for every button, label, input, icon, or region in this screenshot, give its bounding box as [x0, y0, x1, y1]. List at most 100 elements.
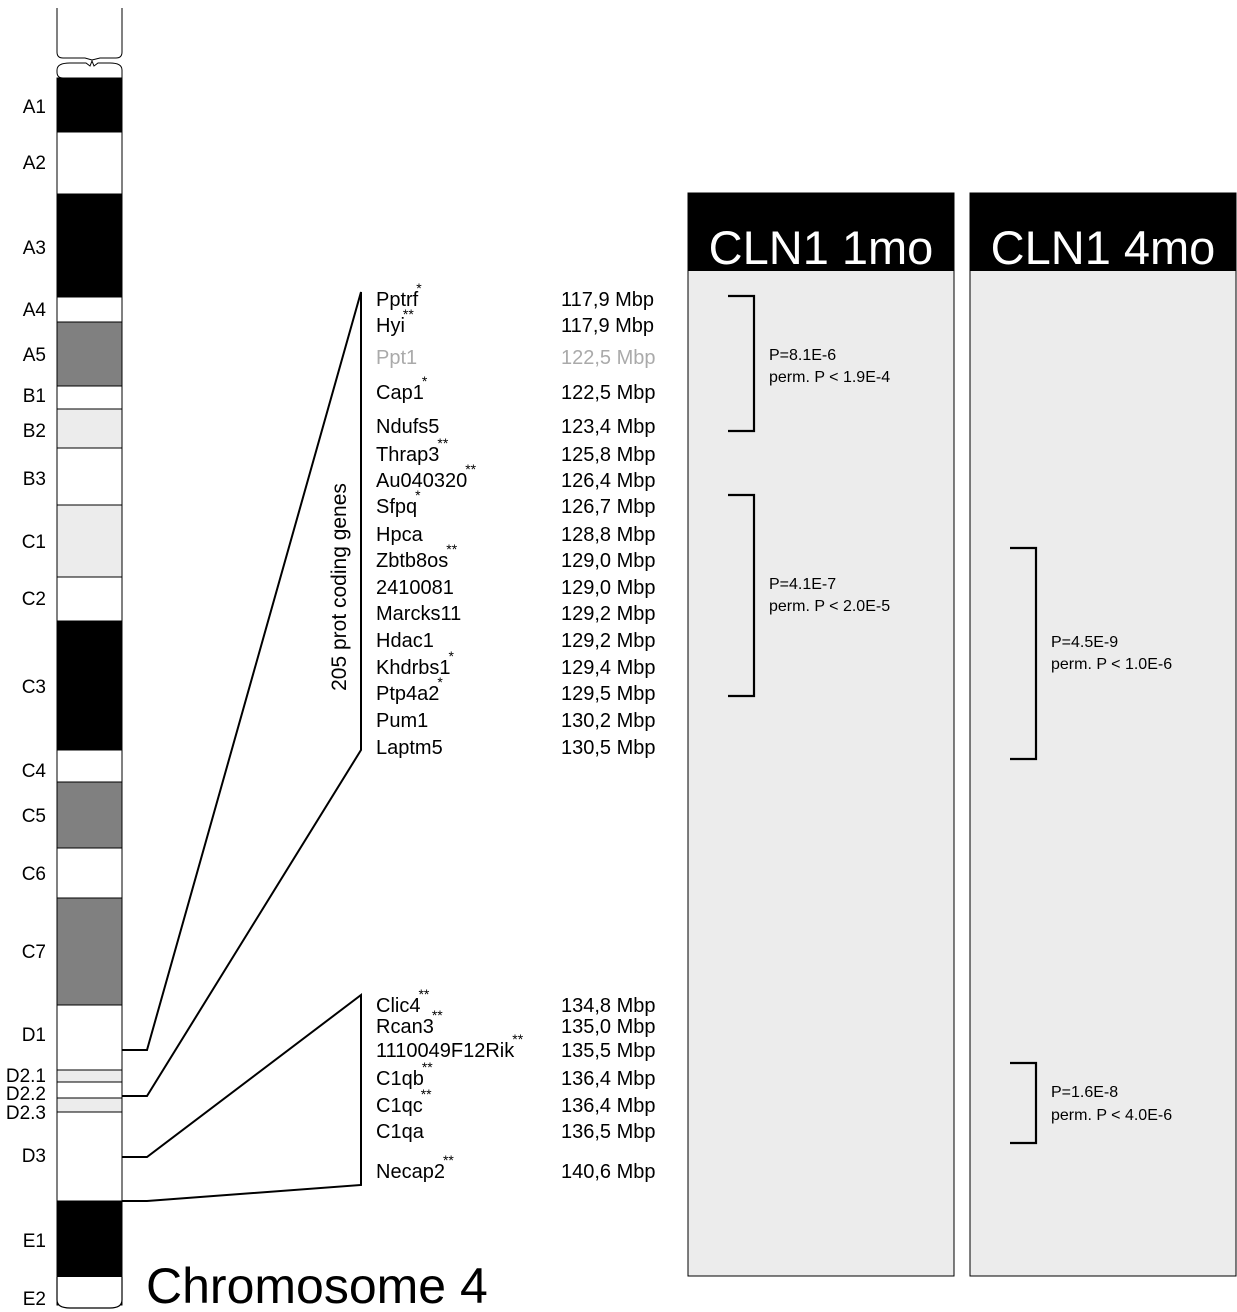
band-a5: [56, 321, 123, 387]
band-label-a1: A1: [23, 97, 46, 118]
region1-gene-significance: *: [449, 648, 455, 664]
band-d2-1: [56, 1069, 123, 1083]
region2-gene-position: 136,4 Mbp: [561, 1095, 656, 1117]
region1-gene-position: 122,5 Mbp: [561, 382, 656, 404]
panel-background: [687, 192, 955, 1277]
band-label-e1: E1: [23, 1231, 46, 1252]
region1-gene-position: 125,8 Mbp: [561, 444, 656, 466]
band-label-d2-2: D2.2: [6, 1084, 46, 1105]
panel-background: [969, 192, 1237, 1277]
qtl-p-value: P=4.5E-9: [1051, 634, 1118, 651]
qtl-p-value: P=4.1E-7: [769, 576, 836, 593]
qtl-bracket: [728, 294, 756, 433]
band-label-e2: E2: [23, 1289, 46, 1310]
band-c5: [56, 781, 123, 849]
region1-gene-name: Ndufs5: [376, 416, 439, 438]
zoom-connectors: [122, 291, 362, 1202]
region2-gene-position: 136,5 Mbp: [561, 1121, 656, 1143]
region2-gene-significance: **: [512, 1031, 523, 1047]
region1-gene-position: 129,5 Mbp: [561, 683, 656, 705]
centromere: [56, 59, 123, 79]
region2-gene-name: 1110049F12Rik: [376, 1040, 515, 1062]
band-label-c5: C5: [22, 806, 46, 827]
region2-gene-position: 135,5 Mbp: [561, 1040, 656, 1062]
region1-gene-position: 129,2 Mbp: [561, 630, 656, 652]
region1-gene-name: Sfpq: [376, 496, 417, 518]
band-d3: [56, 1111, 123, 1202]
region2-gene-position: 134,8 Mbp: [561, 995, 656, 1017]
band-c7: [56, 897, 123, 1006]
region2-gene-name: Necap2: [376, 1161, 445, 1183]
region2-gene-name: C1qa: [376, 1121, 425, 1143]
region2-gene-significance: **: [421, 1086, 432, 1102]
region1-gene-position: 130,5 Mbp: [561, 737, 656, 759]
panel-header: [688, 193, 954, 271]
band-a4: [56, 296, 123, 323]
region1-gene-position: 126,7 Mbp: [561, 496, 656, 518]
zoom-line-region-1: [122, 291, 362, 1097]
panel-title: CLN1 1mo: [709, 221, 934, 274]
telomere-cap: [56, 1277, 123, 1309]
region1-gene-position: 117,9 Mbp: [561, 315, 654, 337]
region1-gene-position: 129,0 Mbp: [561, 577, 656, 599]
band-c1: [56, 504, 123, 578]
region1-gene-name: Hdac1: [376, 630, 434, 652]
region1-gene-name: Au040320: [376, 470, 467, 492]
region1-gene-position: 126,4 Mbp: [561, 470, 656, 492]
panel-header: [970, 193, 1236, 271]
region1-gene-name: Cap1: [376, 382, 424, 404]
chromosome-ideogram: [56, 8, 123, 1309]
band-label-c2: C2: [22, 589, 46, 610]
region2-gene-significance: **: [443, 1152, 454, 1168]
region2-gene-position: 136,4 Mbp: [561, 1068, 656, 1090]
band-b1: [56, 385, 123, 410]
region2-gene-name: C1qc: [376, 1095, 423, 1117]
band-c6: [56, 847, 123, 899]
band-label-c3: C3: [22, 677, 46, 698]
region1-gene-name: Zbtb8os: [376, 550, 448, 572]
region1-gene-name: Pum1: [376, 710, 428, 732]
region1-gene-name: Hyi: [376, 315, 405, 337]
region1-gene-significance: **: [437, 435, 448, 451]
band-label-a5: A5: [23, 345, 46, 366]
band-e1: [56, 1200, 123, 1278]
region1-gene-name: Khdrbs1: [376, 657, 451, 679]
qtl-perm-p-value: perm. P < 1.0E-6: [1051, 656, 1172, 673]
region1-gene-significance: *: [415, 487, 421, 503]
band-d1: [56, 1004, 123, 1071]
band-d2-2: [56, 1081, 123, 1099]
chromosome-title: Chromosome 4: [146, 1258, 488, 1312]
region1-gene-name: Laptm5: [376, 737, 443, 759]
region1-gene-name: Marcks11: [376, 603, 461, 625]
band-c3: [56, 620, 123, 751]
band-label-d3: D3: [22, 1146, 46, 1167]
band-a1: [56, 77, 123, 133]
region1-gene-name: Hpca: [376, 524, 424, 546]
region1-gene-position: 130,2 Mbp: [561, 710, 656, 732]
qtl-bracket: [1010, 1061, 1038, 1145]
region1-gene-position: 122,5 Mbp: [561, 347, 656, 369]
band-label-d2-1: D2.1: [6, 1066, 46, 1087]
region1-gene-position: 129,0 Mbp: [561, 550, 656, 572]
band-label-b2: B2: [23, 421, 46, 442]
region2-gene-position: 140,6 Mbp: [561, 1161, 656, 1183]
qtl-perm-p-value: perm. P < 2.0E-5: [769, 598, 890, 615]
region1-gene-position: 117,9 Mbp: [561, 289, 654, 311]
region1-gene-position: 129,4 Mbp: [561, 657, 656, 679]
band-label-c7: C7: [22, 942, 46, 963]
region2-gene-name: Rcan3: [376, 1016, 434, 1038]
region1-gene-significance: **: [403, 306, 414, 322]
region2-gene-significance: **: [432, 1007, 443, 1023]
qtl-perm-p-value: perm. P < 4.0E-6: [1051, 1107, 1172, 1124]
band-d2-3: [56, 1097, 123, 1113]
region2-gene-name: C1qb: [376, 1068, 424, 1090]
qtl-bracket: [728, 493, 756, 698]
zoom-line-region-2: [122, 992, 362, 1202]
qtl-p-value: P=8.1E-6: [769, 347, 836, 364]
